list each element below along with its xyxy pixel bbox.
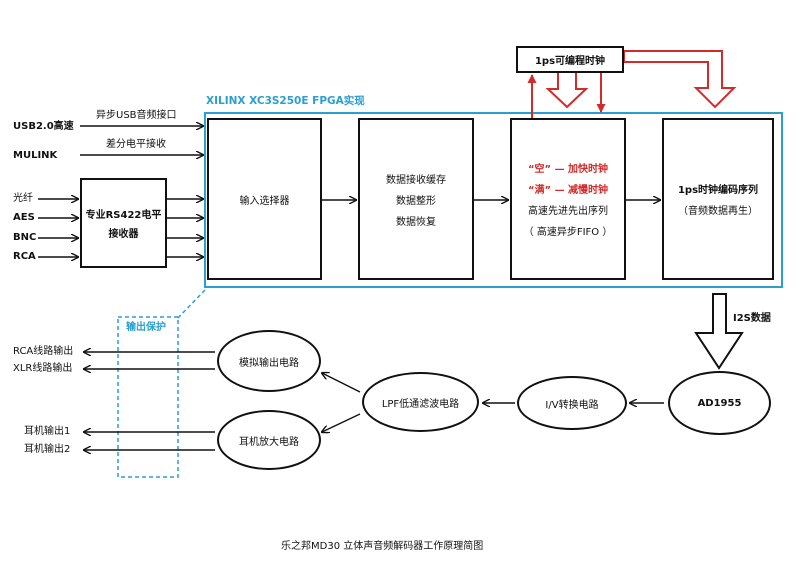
fifo-full-action: — 减慢时钟 bbox=[554, 185, 609, 196]
fifo-empty-action: — 加快时钟 bbox=[554, 164, 609, 175]
ad1955-label: AD1955 bbox=[697, 397, 742, 409]
reclock-line2: （音频数据再生） bbox=[678, 206, 758, 217]
output-hp1-label: 耳机输出1 bbox=[24, 426, 71, 437]
data-cache-line3: 数据恢复 bbox=[396, 216, 436, 228]
input-mulink-desc: 差分电平接收 bbox=[106, 139, 166, 150]
clock-elbow-arrow bbox=[623, 50, 737, 109]
input-rca-label: RCA bbox=[13, 251, 36, 262]
output-xlr-label: XLR线路输出 bbox=[13, 363, 73, 374]
lpf-to-hp-arrow bbox=[322, 413, 361, 432]
protect-leader bbox=[175, 289, 206, 321]
fifo-box: “空” — 加快时钟 “满” — 减慢时钟 高速先进先出序列 （ 高速异步FIF… bbox=[510, 118, 626, 280]
reclock-line1: 1ps时钟编码序列 bbox=[677, 185, 759, 196]
iv-ellipse: I/V转换电路 bbox=[517, 376, 627, 430]
diagram-caption: 乐之邦MD30 立体声音频解码器工作原理简图 bbox=[281, 541, 484, 552]
hp-amp-ellipse: 耳机放大电路 bbox=[217, 410, 321, 470]
output-hp2-label: 耳机输出2 bbox=[24, 444, 71, 455]
analog-out-ellipse: 模拟输出电路 bbox=[217, 330, 321, 392]
input-bnc-label: BNC bbox=[13, 232, 37, 243]
ad1955-ellipse: AD1955 bbox=[668, 371, 771, 435]
fpga-region-border bbox=[204, 112, 783, 288]
fifo-line3: 高速先进先出序列 bbox=[528, 206, 608, 217]
reclock-box: 1ps时钟编码序列 （音频数据再生） bbox=[662, 118, 774, 280]
lpf-label: LPF低通滤波电路 bbox=[381, 398, 460, 410]
data-cache-box: 数据接收缓存 数据整形 数据恢复 bbox=[358, 118, 474, 280]
clock-box: 1ps可编程时钟 bbox=[516, 46, 624, 73]
output-rca-label: RCA线路输出 bbox=[13, 346, 74, 357]
fpga-label: XILINX XC3S250E FPGA实现 bbox=[206, 95, 365, 107]
lpf-ellipse: LPF低通滤波电路 bbox=[362, 372, 479, 432]
input-usb-desc: 异步USB音频接口 bbox=[96, 110, 177, 121]
lpf-to-analog-arrow bbox=[322, 373, 361, 393]
input-selector-box: 输入选择器 bbox=[207, 118, 322, 280]
data-cache-line2: 数据整形 bbox=[396, 195, 436, 207]
output-protect-label: 输出保护 bbox=[126, 322, 166, 333]
fifo-empty-q: “空” bbox=[527, 164, 552, 175]
hp-amp-label: 耳机放大电路 bbox=[239, 436, 299, 448]
fifo-empty-line: “空” — 加快时钟 bbox=[528, 160, 608, 175]
fifo-full-line: “满” — 减慢时钟 bbox=[528, 181, 608, 196]
input-selector-label: 输入选择器 bbox=[239, 195, 290, 207]
fifo-full-q: “满” bbox=[527, 185, 552, 196]
input-fiber-label: 光纤 bbox=[13, 193, 33, 204]
i2s-label: I2S数据 bbox=[733, 313, 771, 324]
input-mulink-label: MULINK bbox=[13, 150, 58, 161]
analog-out-label: 模拟输出电路 bbox=[239, 357, 299, 369]
clock-box-label: 1ps可编程时钟 bbox=[534, 56, 606, 67]
receiver-line2: 接收器 bbox=[108, 229, 139, 240]
input-usb-label: USB2.0高速 bbox=[13, 121, 74, 132]
data-cache-line1: 数据接收缓存 bbox=[386, 174, 446, 186]
clock-hollow-arrow bbox=[545, 71, 589, 109]
rs422-receiver-box: 专业RS422电平 接收器 bbox=[80, 178, 167, 268]
receiver-line1: 专业RS422电平 bbox=[85, 210, 162, 221]
iv-label: I/V转换电路 bbox=[545, 399, 599, 411]
input-aes-label: AES bbox=[13, 212, 35, 223]
output-protect-box bbox=[117, 316, 179, 478]
i2s-hollow-arrow bbox=[694, 293, 744, 370]
fifo-line4: （ 高速异步FIFO ） bbox=[523, 227, 613, 238]
